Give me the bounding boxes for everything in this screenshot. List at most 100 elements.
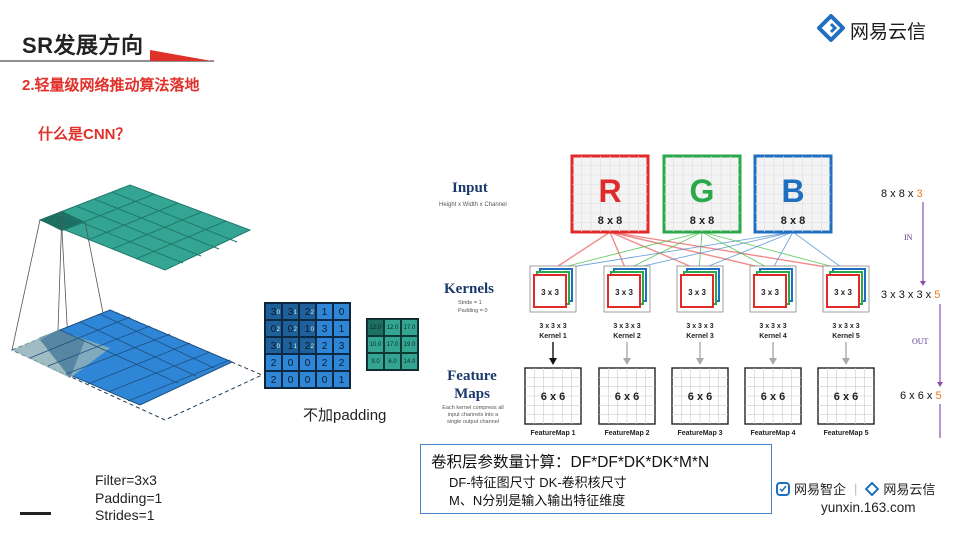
netease-yunxin-footer-icon [865, 481, 880, 496]
kernel-name: Kernel 3 [686, 333, 714, 340]
formula-line-2: DF-特征图尺寸 DK-卷积核尺寸 [449, 475, 627, 490]
param-formula-box: 卷积层参数量计算：DF*DF*DK*DK*M*N DF-特征图尺寸 DK-卷积核… [420, 444, 772, 514]
channel-letter: R [598, 173, 621, 209]
kernel-name: Kernel 1 [539, 333, 567, 340]
kernel-size: 3 x 3 [834, 288, 852, 297]
channel-kernel-connection [701, 231, 846, 271]
feature-map-size: 6 x 6 [615, 391, 639, 403]
footer-logos: 网易智企 | 网易云信 [776, 479, 935, 498]
kernel-size: 3 x 3 [688, 288, 706, 297]
arrow-head [769, 358, 777, 365]
input-cell: 3 [333, 337, 350, 354]
output-cell: 17.0 [384, 336, 401, 353]
conv-parameters: Filter=3x3 Padding=1 Strides=1 [95, 472, 162, 525]
param-strides: Strides=1 [95, 507, 155, 523]
feature-map-name: FeatureMap 2 [604, 430, 649, 437]
input-cell: 2 [316, 354, 333, 371]
kernel-dims-total: 3 x 3 x 3 x 5 [881, 289, 940, 301]
out-flow-arrow [937, 382, 943, 387]
output-dims: 6 x 6 x 5 [900, 390, 942, 402]
feature-label-line2: Maps [454, 386, 490, 402]
channel-kernel-connection [698, 231, 703, 271]
title-underline-arrow [0, 50, 214, 62]
channel-kernel-connection [609, 231, 773, 271]
kernel-size: 3 x 3 [761, 288, 779, 297]
kernels-label: Kernels [444, 281, 494, 297]
no-padding-caption: 不加padding [303, 407, 387, 424]
feature-desc-line3: single output channel [447, 419, 499, 425]
channel-letter: B [781, 173, 804, 209]
netease-zhiqi-logo-icon [776, 481, 790, 496]
channel-kernel-connection [609, 231, 700, 271]
kernel-dims: 3 x 3 x 3 [832, 323, 859, 330]
channel-kernel-connection [698, 231, 794, 271]
output-cell: 9.0 [367, 353, 384, 370]
channel-kernel-connection [551, 231, 611, 271]
formula-line-1: 卷积层参数量计算：DF*DF*DK*DK*M*N [431, 454, 710, 471]
arrow-head [623, 358, 631, 365]
input-cell: 0 [282, 354, 299, 371]
channel-kernel-connection [701, 231, 773, 271]
input-cell: 1 [333, 320, 350, 337]
kernel-name: Kernel 5 [832, 333, 860, 340]
footer-divider: | [854, 481, 858, 496]
channel-size: 8 x 8 [598, 215, 622, 227]
kernel-layer-r [680, 274, 714, 308]
arrow-head [696, 358, 704, 365]
kernel-name: Kernel 4 [759, 333, 787, 340]
channel-kernel-connection [609, 231, 846, 271]
slide-marker [20, 512, 51, 515]
kernel-size: 3 x 3 [615, 288, 633, 297]
kernel-layer-r [533, 274, 567, 308]
feature-map-size: 6 x 6 [834, 391, 858, 403]
kernel-dims: 3 x 3 x 3 [686, 323, 713, 330]
feature-map-name: FeatureMap 4 [750, 430, 795, 437]
kernels-description: Stride = 1 Padding = 0 [458, 299, 488, 315]
out-label: OUT [912, 337, 929, 346]
top-output-grid [38, 184, 252, 271]
netease-yunxin-logo-icon [817, 14, 845, 42]
kernel-layer-r [826, 274, 860, 308]
question-heading: 什么是CNN？ [38, 126, 131, 143]
input-cell: 0 [299, 371, 316, 388]
in-flow-arrow [920, 281, 926, 286]
kernels-padding: Padding = 0 [458, 308, 488, 314]
kernel-dims: 3 x 3 x 3 [759, 323, 786, 330]
kernel-layer-r [753, 274, 787, 308]
kernel-dims: 3 x 3 x 3 [539, 323, 566, 330]
param-filter: Filter=3x3 [95, 472, 157, 488]
output-cell: 19.0 [401, 336, 418, 353]
channel-kernel-connection [551, 231, 794, 271]
param-padding: Padding=1 [95, 489, 163, 506]
channel-kernel-connection [625, 231, 794, 271]
kernel-name: Kernel 2 [613, 333, 641, 340]
input-cell: 0 [299, 354, 316, 371]
input-cell: 1 [316, 303, 333, 320]
channel-kernel-connection [771, 231, 794, 271]
feature-map-size: 6 x 6 [761, 391, 785, 403]
kernel-dims: 3 x 3 x 3 [613, 323, 640, 330]
input-label: Input [452, 180, 488, 196]
channel-kernel-connection [625, 231, 703, 271]
footer-logo-2: 网易云信 [883, 482, 936, 497]
bottom-input-grid [10, 309, 264, 421]
input-cell: 2 [265, 371, 282, 388]
input-cell: 0 [282, 371, 299, 388]
input-dims: 8 x 8 x 3 [881, 188, 923, 200]
feature-map-name: FeatureMap 5 [823, 430, 868, 437]
section-subtitle: 2.轻量级网络推动算法落地 [22, 77, 200, 94]
feature-label-line1: Feature [447, 368, 497, 384]
channel-size: 8 x 8 [690, 215, 714, 227]
input-cell: 2 [265, 354, 282, 371]
